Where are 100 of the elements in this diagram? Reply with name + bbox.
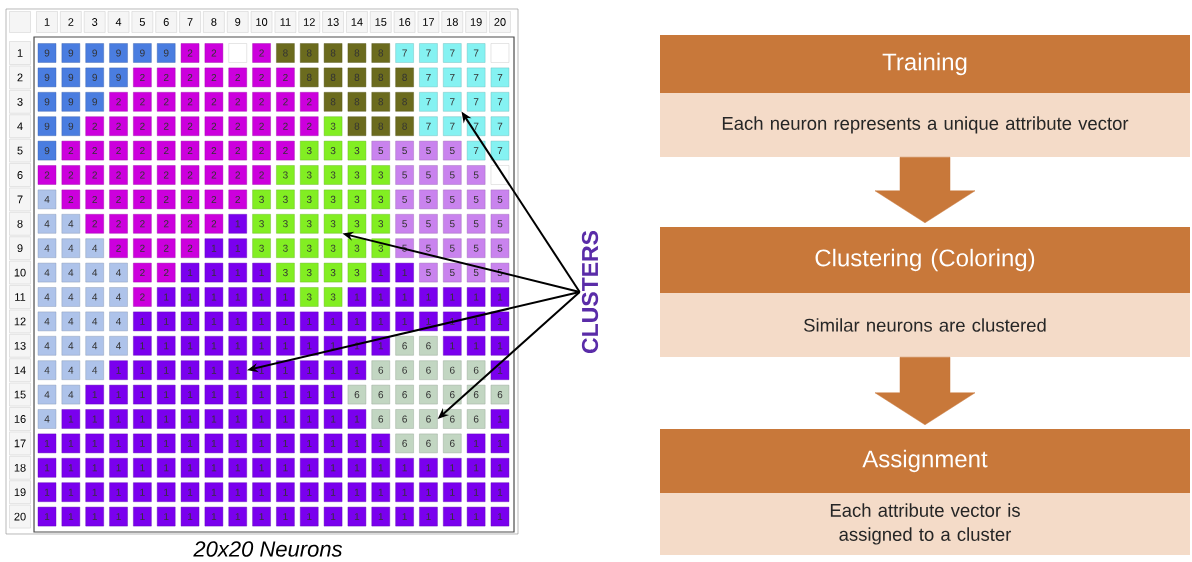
grid-cell: 2 bbox=[85, 140, 104, 161]
grid-cell: 1 bbox=[371, 433, 390, 454]
grid-cell: 1 bbox=[276, 311, 295, 332]
grid-cell: 1 bbox=[252, 287, 271, 307]
grid-cell: 1 bbox=[347, 458, 367, 478]
grid-cell: 1 bbox=[300, 336, 319, 356]
grid-cell: 1 bbox=[300, 506, 319, 527]
grid-cell: 4 bbox=[37, 287, 57, 307]
grid-cell: 1 bbox=[371, 262, 390, 283]
grid-cell: 1 bbox=[204, 238, 224, 258]
header-cell: 2 bbox=[9, 65, 31, 90]
grid-cell: 1 bbox=[204, 311, 224, 332]
grid-cell: 1 bbox=[347, 433, 367, 454]
grid-cell: 4 bbox=[61, 238, 81, 258]
grid-cell: 4 bbox=[85, 360, 104, 380]
grid-cell: 5 bbox=[371, 140, 390, 161]
grid-cell: 2 bbox=[109, 140, 128, 161]
grid-cell: 1 bbox=[85, 433, 104, 454]
grid-cell: 2 bbox=[204, 116, 224, 136]
grid-cell: 4 bbox=[85, 238, 104, 258]
stage-description: Each attribute vector is assigned to a cluster bbox=[660, 493, 1190, 555]
grid-cell: 1 bbox=[371, 287, 390, 307]
grid-cell: 1 bbox=[323, 311, 343, 332]
grid-cell: 3 bbox=[371, 238, 390, 258]
grid-cell: 1 bbox=[204, 287, 224, 307]
grid-cell: 6 bbox=[419, 384, 438, 405]
grid-cell: 1 bbox=[347, 482, 367, 502]
grid-cell: 3 bbox=[300, 287, 319, 307]
grid-cell: 9 bbox=[157, 43, 176, 63]
grid-cell: 6 bbox=[347, 384, 367, 405]
grid-cell: 1 bbox=[419, 482, 438, 502]
grid-cell: 1 bbox=[347, 360, 367, 380]
grid-cell: 1 bbox=[157, 360, 176, 380]
header-cell: 17 bbox=[9, 431, 31, 456]
grid-cell: 2 bbox=[109, 116, 128, 136]
grid-cell: 9 bbox=[61, 67, 81, 88]
grid-cell: 2 bbox=[157, 67, 176, 88]
header-cell: 20 bbox=[489, 11, 511, 33]
grid-cell: 2 bbox=[252, 43, 271, 63]
grid-cell: 1 bbox=[228, 311, 247, 332]
grid-cell: 9 bbox=[61, 92, 81, 112]
grid-cell: 4 bbox=[37, 384, 57, 405]
grid-cell: 1 bbox=[157, 409, 176, 429]
grid-cell: 1 bbox=[133, 311, 152, 332]
grid-cell: 1 bbox=[443, 336, 462, 356]
grid-cell: 4 bbox=[85, 262, 104, 283]
header-cell: 1 bbox=[36, 11, 58, 33]
grid-cell: 5 bbox=[443, 214, 462, 234]
grid-cell: 6 bbox=[371, 360, 390, 380]
block-arrow bbox=[874, 356, 976, 426]
grid-cell: 7 bbox=[466, 140, 486, 161]
grid-cell: 1 bbox=[228, 360, 247, 380]
grid-cell: 2 bbox=[61, 165, 81, 185]
grid-cell: 1 bbox=[61, 482, 81, 502]
grid-cell: 1 bbox=[180, 482, 200, 502]
grid-cell: 1 bbox=[85, 409, 104, 429]
grid-cell: 6 bbox=[490, 384, 510, 405]
grid-cell: 1 bbox=[61, 409, 81, 429]
grid-cell: 4 bbox=[37, 360, 57, 380]
grid-cell: 9 bbox=[37, 92, 57, 112]
grid-cell: 1 bbox=[276, 360, 295, 380]
grid-cell: 3 bbox=[300, 189, 319, 210]
grid-cell: 3 bbox=[300, 262, 319, 283]
grid-cell: 9 bbox=[85, 67, 104, 88]
header-cell: 7 bbox=[9, 187, 31, 212]
grid-cell: 1 bbox=[395, 482, 414, 502]
grid-cell: 1 bbox=[276, 336, 295, 356]
grid-cell: 7 bbox=[490, 92, 510, 112]
grid-cell: 3 bbox=[276, 189, 295, 210]
grid-cell: 4 bbox=[61, 214, 81, 234]
grid-cell: 2 bbox=[37, 165, 57, 185]
grid-cell: 2 bbox=[204, 43, 224, 63]
grid-cell: 2 bbox=[204, 140, 224, 161]
grid-cell: 1 bbox=[133, 506, 152, 527]
grid-cell: 2 bbox=[133, 67, 152, 88]
grid-cell: 2 bbox=[300, 92, 319, 112]
header-cell: 8 bbox=[203, 11, 225, 33]
grid-cell: 1 bbox=[347, 287, 367, 307]
grid-cell: 1 bbox=[276, 287, 295, 307]
grid-cell: 3 bbox=[347, 140, 367, 161]
grid-cell: 1 bbox=[109, 458, 128, 478]
grid-cell: 2 bbox=[228, 140, 247, 161]
header-cell: 15 bbox=[370, 11, 392, 33]
grid-cell: 2 bbox=[228, 67, 247, 88]
grid-cell: 6 bbox=[443, 433, 462, 454]
grid-cell: 7 bbox=[443, 116, 462, 136]
grid-cell: 1 bbox=[323, 506, 343, 527]
grid-cell: 3 bbox=[323, 287, 343, 307]
grid-cell: 5 bbox=[490, 189, 510, 210]
grid-cell: 5 bbox=[443, 238, 462, 258]
header-cell: 9 bbox=[9, 236, 31, 260]
grid-cell: 1 bbox=[466, 458, 486, 478]
grid-cell: 2 bbox=[109, 92, 128, 112]
grid-cell: 1 bbox=[228, 482, 247, 502]
grid-cell: 2 bbox=[276, 67, 295, 88]
grid-cell: 1 bbox=[228, 458, 247, 478]
block-arrow bbox=[874, 156, 976, 224]
grid-cell: 5 bbox=[443, 165, 462, 185]
grid-cell: 1 bbox=[371, 311, 390, 332]
grid-cell: 3 bbox=[276, 165, 295, 185]
